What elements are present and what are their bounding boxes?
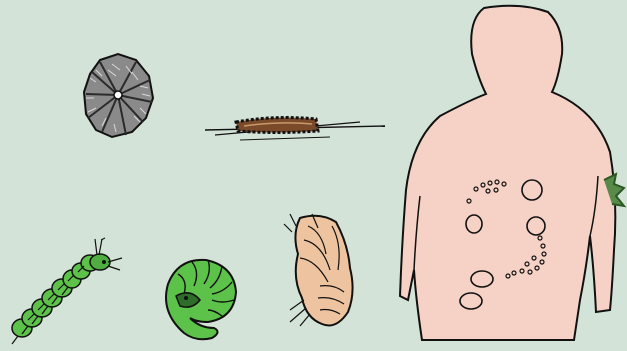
spiral-leaf-case-icon	[84, 54, 153, 137]
stick-case-icon	[205, 118, 385, 140]
pupa-icon	[284, 214, 353, 326]
caterpillar-icon	[12, 238, 122, 344]
curled-grub-icon	[166, 260, 236, 339]
human-torso-icon	[400, 6, 624, 340]
